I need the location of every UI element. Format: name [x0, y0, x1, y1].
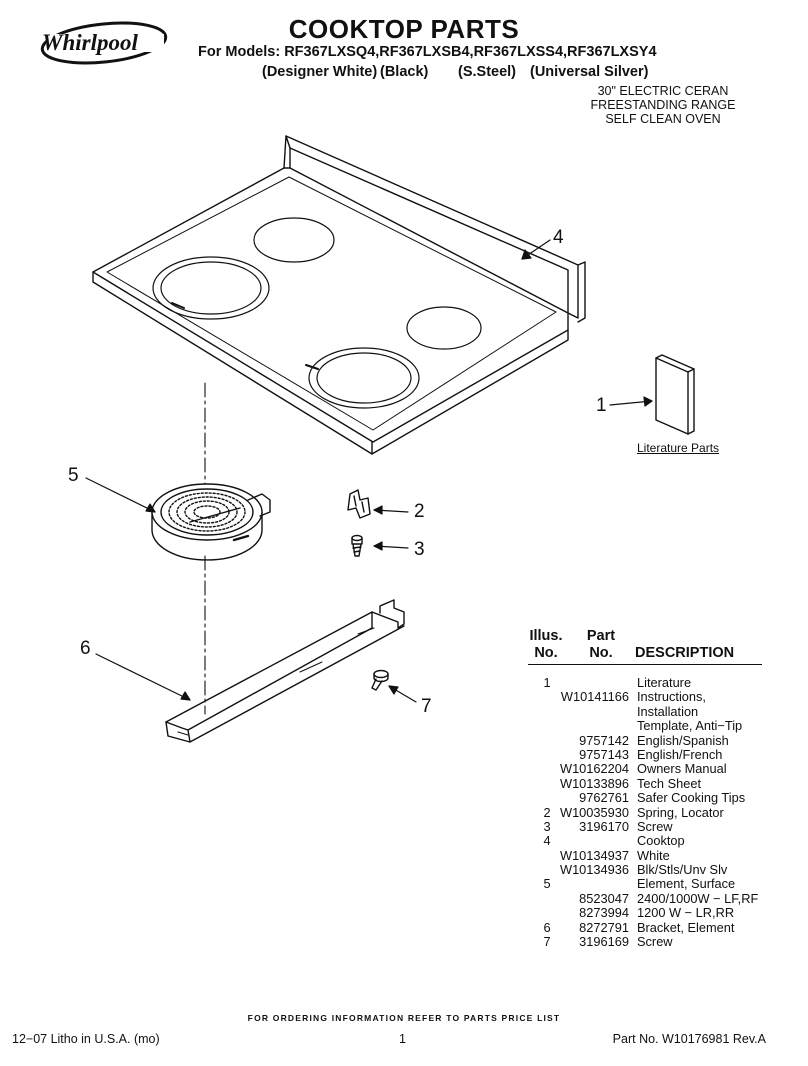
- screw-7-drawing: [371, 669, 389, 691]
- ordering-note: FOR ORDERING INFORMATION REFER TO PARTS …: [247, 1013, 561, 1023]
- whirlpool-logo: Whirlpool: [40, 21, 168, 65]
- color-caption-steel: (S.Steel): [458, 64, 517, 80]
- page-number: 1: [399, 1032, 406, 1046]
- logo-wordmark: Whirlpool: [42, 30, 138, 55]
- cooktop-drawing: [92, 135, 586, 455]
- spring-locator-drawing: [347, 489, 371, 519]
- callout-4: 4: [553, 227, 564, 248]
- color-caption-black: (Black): [380, 64, 429, 80]
- header-illus-no: Illus. No.: [529, 628, 563, 661]
- callout-2: 2: [414, 501, 425, 522]
- callout-leaders: [85, 239, 653, 703]
- literature-parts-label: Literature Parts: [637, 441, 720, 455]
- callout-5: 5: [68, 465, 79, 486]
- callout-7: 7: [421, 696, 432, 717]
- litho-note: 12−07 Litho in U.S.A. (mo): [12, 1032, 160, 1046]
- surface-element-drawing: [151, 483, 271, 561]
- color-caption-white: (Designer White): [262, 64, 378, 80]
- screw-3-drawing: [351, 534, 363, 557]
- callout-3: 3: [414, 539, 425, 560]
- literature-book-drawing: [655, 354, 695, 435]
- table-row: Installation: [637, 703, 699, 719]
- header-part-no: Part No.: [586, 628, 616, 661]
- header-rule: [528, 664, 762, 665]
- callout-6: 6: [80, 638, 91, 659]
- table-row: Template, Anti−Tip: [637, 718, 743, 734]
- header-description: DESCRIPTION: [635, 645, 735, 661]
- callout-1: 1: [596, 395, 607, 416]
- page-title: COOKTOP PARTS: [288, 14, 520, 44]
- range-description: 30" ELECTRIC CERAN FREESTANDING RANGE SE…: [590, 84, 736, 126]
- document-part-number: Part No. W10176981 Rev.A: [612, 1032, 766, 1046]
- models-line: For Models: RF367LXSQ4,RF367LXSB4,RF367L…: [198, 44, 657, 60]
- cooktop-burners: [152, 217, 482, 409]
- element-bracket-drawing: [165, 599, 405, 743]
- color-caption-silver: (Universal Silver): [530, 64, 649, 80]
